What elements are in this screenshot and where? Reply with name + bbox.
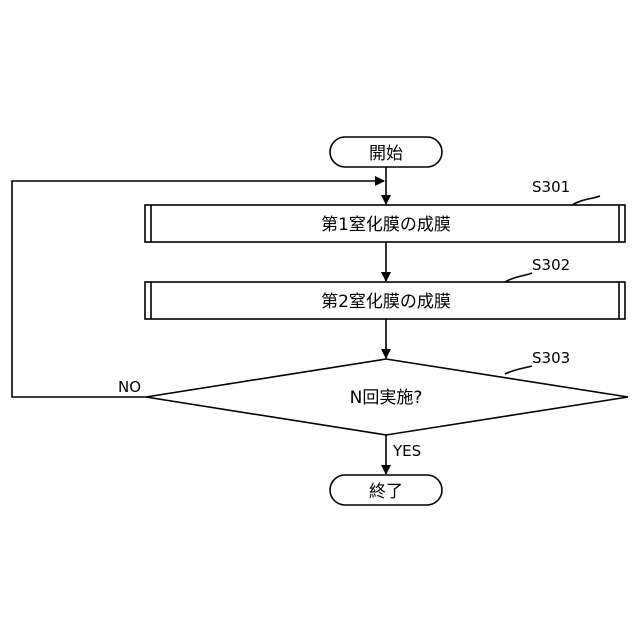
process1-step-label: S301	[532, 178, 570, 196]
decision-step-label: S303	[532, 349, 570, 367]
start-label: 開始	[369, 144, 403, 164]
process1-leader	[572, 196, 600, 205]
decision-leader	[505, 366, 532, 374]
process2-label: 第2窒化膜の成膜	[321, 292, 451, 312]
end-node: 終了	[330, 475, 442, 505]
process2-leader	[505, 273, 532, 282]
decision-label: N回実施?	[350, 388, 423, 408]
start-node: 開始	[330, 137, 442, 167]
decision-node: N回実施?	[146, 359, 628, 435]
process2-step-label: S302	[532, 256, 570, 274]
end-label: 終了	[369, 482, 403, 502]
process1-node: 第1窒化膜の成膜	[145, 205, 625, 242]
no-branch-label: NO	[118, 378, 141, 396]
yes-branch-label: YES	[392, 442, 421, 460]
process1-label: 第1窒化膜の成膜	[321, 215, 451, 235]
process2-node: 第2窒化膜の成膜	[145, 282, 625, 319]
